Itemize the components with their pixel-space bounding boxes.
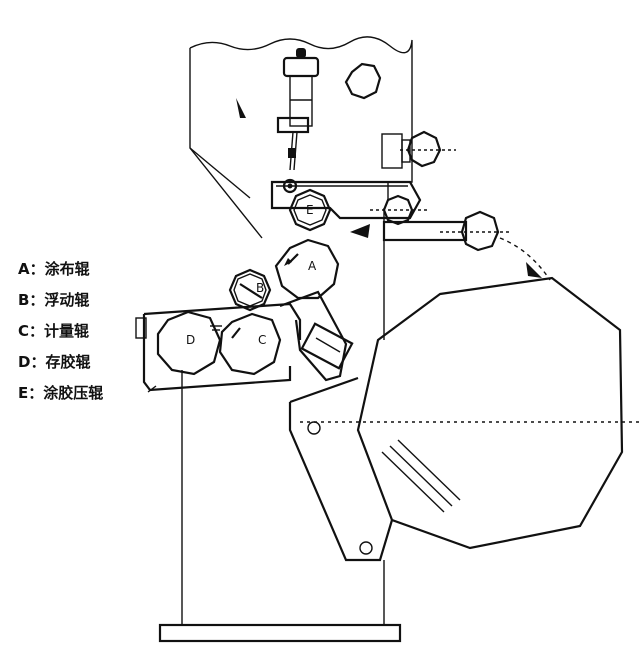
roller-a: A — [274, 238, 340, 300]
pivot-arm — [270, 180, 422, 220]
glue-tray — [135, 302, 302, 393]
roller-e-label: E — [306, 203, 314, 217]
idler-roller-right — [382, 194, 414, 226]
roller-d: D — [156, 310, 222, 376]
legend-item-e: E：涂胶压辊 — [18, 384, 104, 402]
main-frame — [158, 208, 402, 643]
legend-item-a: A：涂布辊 — [18, 260, 90, 278]
handwheel-upper — [381, 130, 456, 169]
legend-item-c: C：计量辊 — [18, 322, 90, 340]
roller-d-label: D — [186, 333, 195, 347]
large-roller — [300, 276, 642, 550]
roller-b: B — [228, 268, 272, 312]
roller-b-label: B — [256, 281, 264, 295]
adjust-bracket — [279, 290, 354, 382]
handwheel-lower — [382, 210, 510, 252]
air-cylinder — [276, 48, 320, 194]
roller-c-label: C — [258, 333, 266, 347]
roller-e: E — [288, 188, 332, 232]
legend-item-d: D：存胶辊 — [18, 353, 91, 371]
direction-arrow-middle — [350, 224, 370, 238]
roller-a-label: A — [308, 259, 317, 273]
legend: A：涂布辊 B：浮动辊 C：计量辊 D：存胶辊 E：涂胶压辊 — [18, 254, 103, 409]
direction-arrow-right — [526, 262, 542, 278]
bolt-hexagon-top — [344, 62, 382, 100]
roller-c: C — [218, 312, 282, 376]
direction-arrow-upper — [236, 98, 246, 118]
legend-item-b: B：浮动辊 — [18, 291, 90, 309]
roller-support-arm — [288, 376, 394, 562]
upper-frame — [189, 36, 413, 239]
